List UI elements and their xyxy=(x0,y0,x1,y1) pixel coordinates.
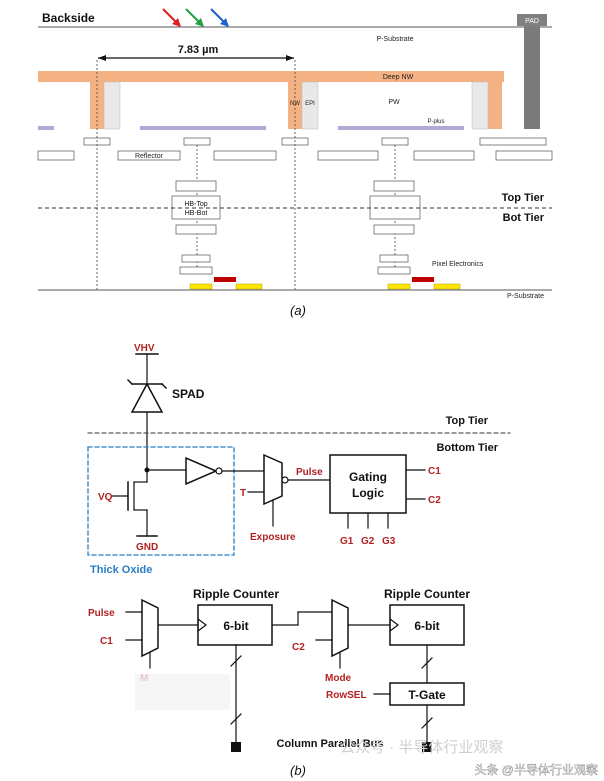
gating-logic-label-2: Logic xyxy=(352,486,384,500)
pad-box xyxy=(517,14,547,26)
nw-well-3 xyxy=(488,82,502,129)
transistor-red-1 xyxy=(214,277,236,282)
bottom-tier-label-b: Bottom Tier xyxy=(436,442,498,454)
pad-label: PAD xyxy=(525,18,539,25)
g2-label: G2 xyxy=(361,536,375,547)
vhv-label: VHV xyxy=(134,343,155,354)
diffusion-yellow-3 xyxy=(387,283,411,290)
epi-2 xyxy=(301,81,319,130)
hb-bot-label: HB-Bot xyxy=(185,210,208,217)
diffusion-yellow-4 xyxy=(433,283,461,290)
deep-nw-label: Deep NW xyxy=(383,74,414,81)
gating-logic-label-1: Gating xyxy=(349,470,387,484)
p-substrate-top-label: P-Substrate xyxy=(377,36,414,43)
top-tier-label-b: Top Tier xyxy=(446,415,489,427)
exposure-label: Exposure xyxy=(250,532,296,543)
c1-label: C1 xyxy=(428,466,441,477)
epi-1 xyxy=(103,81,121,130)
transistor-red-2 xyxy=(412,277,434,282)
ripple-counter-2-label: Ripple Counter xyxy=(384,587,470,601)
tgate-label: T-Gate xyxy=(408,688,446,702)
bot-tier-label-a: Bot Tier xyxy=(503,212,545,224)
vq-label: VQ xyxy=(98,492,113,503)
reflector-label: Reflector xyxy=(135,153,164,160)
pixel-boundaries xyxy=(96,60,396,290)
pw-label: PW xyxy=(388,99,400,106)
watermark-2: 头条 @半导体行业观察 xyxy=(474,763,598,777)
spad-diode-icon xyxy=(126,378,168,413)
counter-1-block xyxy=(197,604,273,646)
backside-label: Backside xyxy=(42,11,95,25)
reflector-strip-1 xyxy=(38,126,54,130)
circuit-diagram: VHV SPAD Top Tier Bottom Tier Thick Oxid… xyxy=(87,343,511,778)
watermark: 公众号 · 半导体行业观察 头条 @半导体行业观察 xyxy=(135,674,598,777)
hybrid-bond-stack-left xyxy=(171,180,221,275)
diffusion-yellow-1 xyxy=(189,283,213,290)
counter-2-bits: 6-bit xyxy=(414,619,439,633)
counter-1-bits: 6-bit xyxy=(223,619,248,633)
photon-arrows-icon xyxy=(162,8,229,27)
inverter-icon xyxy=(185,456,223,486)
thick-oxide-box xyxy=(87,446,235,556)
pulse-label: Pulse xyxy=(296,467,323,478)
cross-section-diagram: Backside PAD P-Substrate 7.83 µm Deep NW xyxy=(37,8,553,318)
gating-logic-block xyxy=(329,454,407,514)
top-tier-label-a: Top Tier xyxy=(502,192,545,204)
pixel-electronics-label: Pixel Electronics xyxy=(432,261,484,268)
watermark-1: 公众号 · 半导体行业观察 xyxy=(340,738,503,756)
reflector-strip-3 xyxy=(338,126,464,130)
mux-1-icon xyxy=(141,598,159,658)
pulse-2-label: Pulse xyxy=(88,608,115,619)
hb-top-label: HB-Top xyxy=(184,201,207,208)
t-label: T xyxy=(240,488,246,499)
epi-label: EPI xyxy=(305,101,315,107)
deep-nw-band xyxy=(38,71,504,82)
diffusion-yellow-2 xyxy=(235,283,263,290)
rowsel-label: RowSEL xyxy=(326,690,367,701)
c2-label: C2 xyxy=(428,495,441,506)
bus-terminal-2 xyxy=(422,742,432,752)
mux-2-icon xyxy=(331,598,349,658)
c1-2-label: C1 xyxy=(100,636,113,647)
reflector-strip-2 xyxy=(140,126,266,130)
gate-mux-icon xyxy=(263,453,289,506)
pad-column xyxy=(524,26,540,129)
g3-label: G3 xyxy=(382,536,396,547)
spad-label: SPAD xyxy=(172,387,205,401)
p-plus-label: P-plus xyxy=(427,119,444,125)
ripple-counter-1-label: Ripple Counter xyxy=(193,587,279,601)
epi-3 xyxy=(471,81,489,130)
thick-oxide-label: Thick Oxide xyxy=(90,564,152,576)
caption-b: (b) xyxy=(290,763,306,778)
gnd-label: GND xyxy=(136,542,158,553)
bus-terminal-1 xyxy=(231,742,241,752)
c2-2-label: C2 xyxy=(292,642,305,653)
metal-row-2 xyxy=(37,150,553,161)
p-substrate-bottom-label: P-Substrate xyxy=(507,293,544,300)
column-bus-label: Column Parallel Bus xyxy=(277,738,384,750)
mode-2-label: Mode xyxy=(325,673,352,684)
caption-a: (a) xyxy=(290,303,306,318)
g1-label: G1 xyxy=(340,536,354,547)
quench-transistor-icon xyxy=(111,481,148,511)
dimension-label: 7.83 µm xyxy=(178,44,219,56)
metal-row-1 xyxy=(83,137,547,146)
